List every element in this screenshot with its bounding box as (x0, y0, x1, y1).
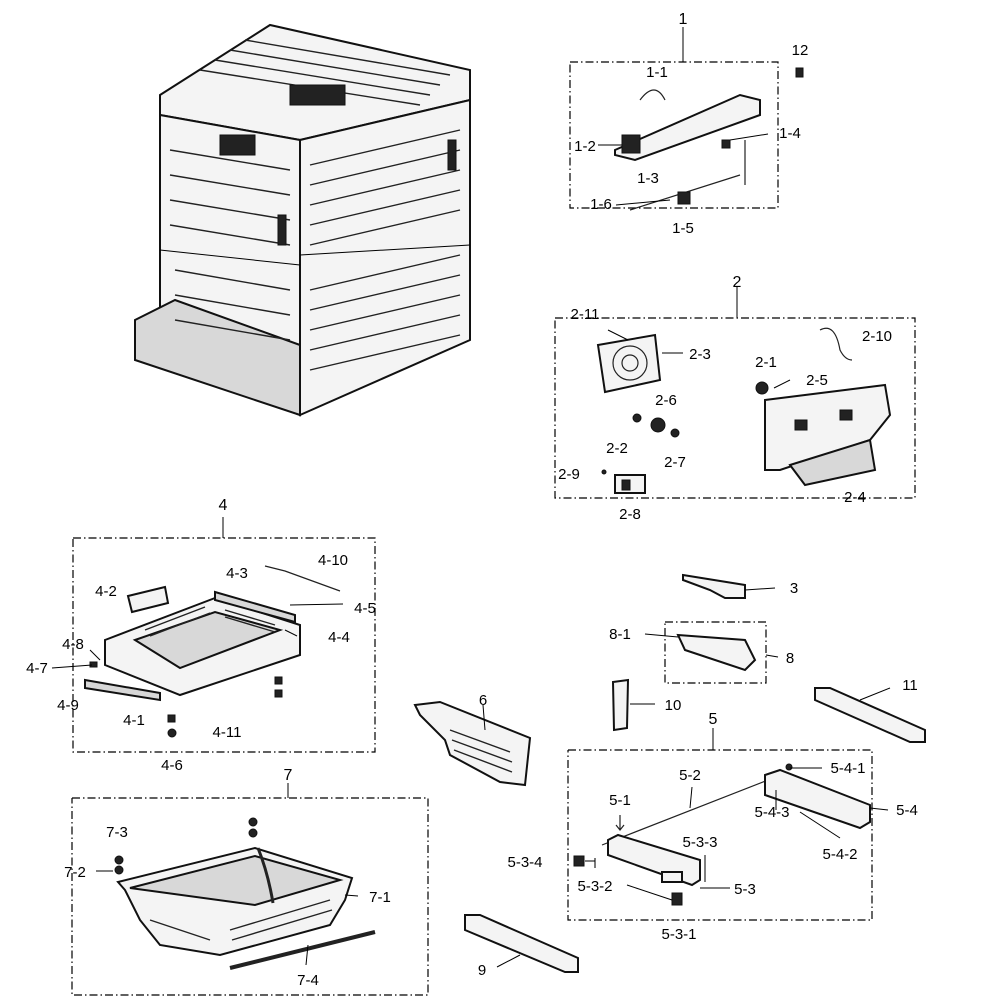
part-2-group (554, 287, 916, 499)
label-2-8: 2-8 (619, 506, 641, 523)
label-4-9: 4-9 (57, 697, 79, 714)
label-7-1: 7-1 (369, 889, 391, 906)
part-4-group (51, 517, 376, 753)
label-1-2: 1-2 (574, 138, 596, 155)
label-5-4-3: 5-4-3 (754, 804, 789, 821)
label-2-3: 2-3 (689, 346, 711, 363)
label-7-3: 7-3 (106, 824, 128, 841)
label-6: 6 (479, 692, 487, 709)
label-2-9: 2-9 (558, 466, 580, 483)
label-5-4-1: 5-4-1 (830, 760, 865, 777)
label-4: 4 (219, 497, 228, 514)
label-7-4: 7-4 (297, 972, 319, 989)
label-1-5: 1-5 (672, 220, 694, 237)
part-1-group (569, 27, 804, 211)
label-2-2: 2-2 (606, 440, 628, 457)
label-4-4: 4-4 (328, 629, 350, 646)
part-7-group (71, 783, 429, 996)
label-4-6: 4-6 (161, 757, 183, 774)
label-4-8: 4-8 (62, 636, 84, 653)
label-8: 8 (786, 650, 794, 667)
label-5-3-2: 5-3-2 (577, 878, 612, 895)
label-2-11: 2-11 (571, 306, 600, 323)
label-1-4: 1-4 (779, 125, 801, 142)
label-10: 10 (665, 697, 682, 714)
label-1-3: 1-3 (637, 170, 659, 187)
label-2-1: 2-1 (755, 354, 777, 371)
label-5-3: 5-3 (734, 881, 756, 898)
label-7: 7 (284, 767, 293, 784)
label-4-2: 4-2 (95, 583, 117, 600)
part-8-group (644, 621, 779, 684)
label-5-3-3: 5-3-3 (682, 834, 717, 851)
label-5-4: 5-4 (896, 802, 918, 819)
label-1: 1 (679, 11, 688, 28)
part-9-rail (464, 914, 579, 973)
label-2-4: 2-4 (844, 489, 866, 506)
part-labels: 1 1-1 1-2 1-3 1-4 1-5 1-6 12 2 2-11 2-3 … (26, 11, 918, 989)
label-8-1: 8-1 (609, 626, 631, 643)
refrigerator-cabinet (134, 23, 471, 417)
label-2-10: 2-10 (862, 328, 892, 345)
label-5-3-1: 5-3-1 (661, 926, 696, 943)
label-4-11: 4-11 (213, 724, 242, 741)
label-2: 2 (733, 274, 742, 291)
label-2-7: 2-7 (664, 454, 686, 471)
label-4-1: 4-1 (123, 712, 145, 729)
label-5-2: 5-2 (679, 767, 701, 784)
part-11-rail (814, 687, 926, 743)
label-4-7: 4-7 (26, 660, 48, 677)
label-11: 11 (902, 677, 918, 694)
label-2-5: 2-5 (806, 372, 828, 389)
label-2-6: 2-6 (655, 392, 677, 409)
part-5-group (567, 728, 889, 921)
label-12: 12 (792, 42, 809, 59)
label-5-4-2: 5-4-2 (822, 846, 857, 863)
label-1-1: 1-1 (646, 64, 668, 81)
label-4-3: 4-3 (226, 565, 248, 582)
label-7-2: 7-2 (64, 864, 86, 881)
label-5-1: 5-1 (609, 792, 631, 809)
label-5-3-4: 5-3-4 (507, 854, 542, 871)
label-4-10: 4-10 (318, 552, 348, 569)
part-6-panel (413, 700, 532, 787)
label-1-6: 1-6 (590, 196, 612, 213)
part-3-bracket (682, 573, 776, 599)
part-10-column (611, 678, 655, 732)
label-9: 9 (478, 962, 486, 979)
label-4-5: 4-5 (354, 600, 376, 617)
label-5: 5 (709, 711, 718, 728)
label-3: 3 (790, 580, 798, 597)
